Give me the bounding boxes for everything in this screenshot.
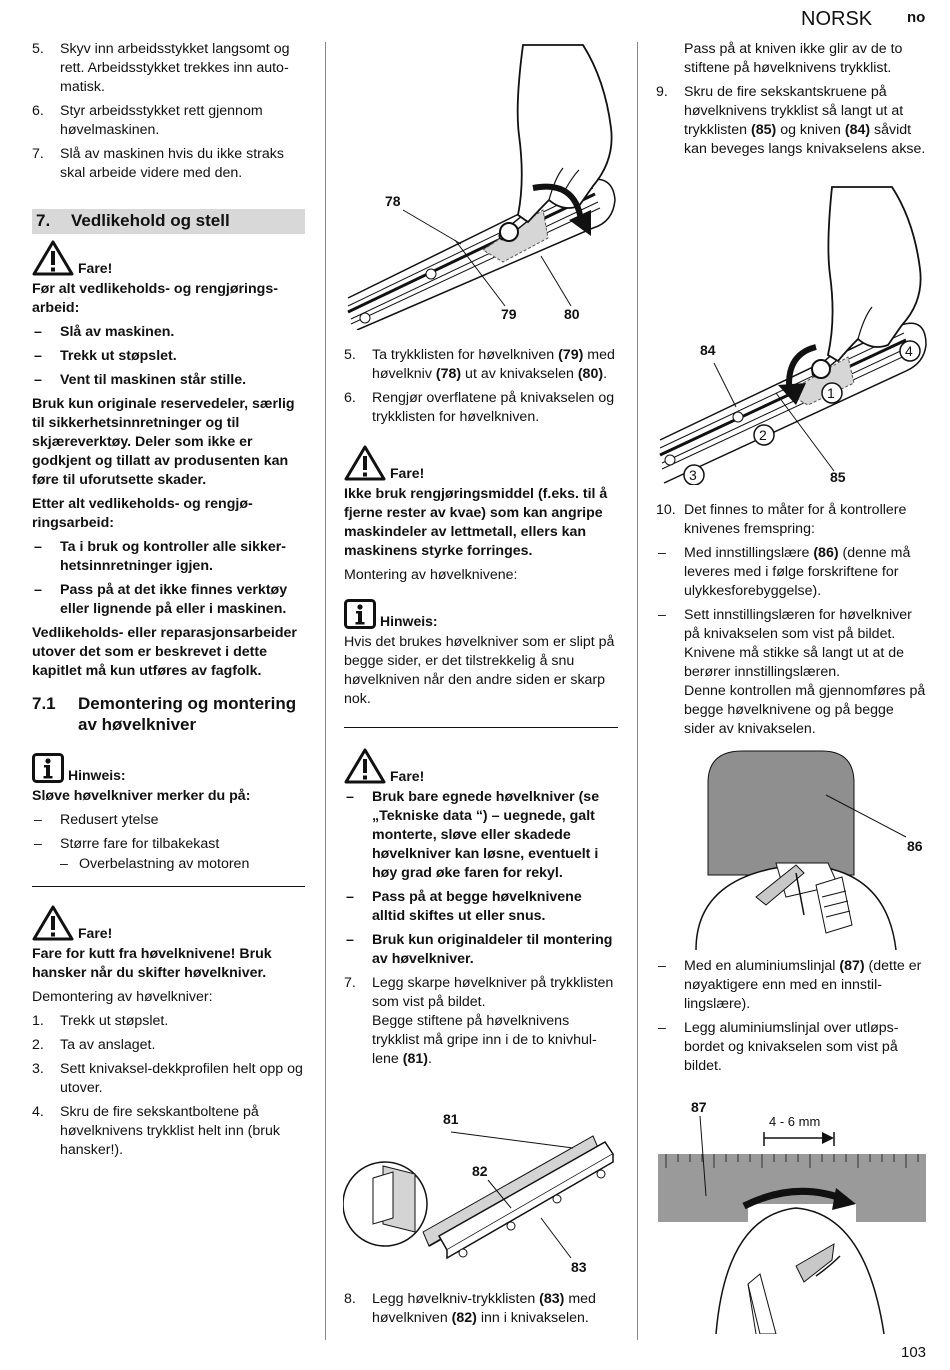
figure-aluminium-ruler: 87 4 - 6 mm [656, 1096, 928, 1334]
circled-number: 2 [759, 427, 767, 443]
header-language-name: NORSK [801, 8, 873, 30]
step-8: 8.Legg høvelkniv-trykklisten (83) med hø… [344, 1291, 596, 1326]
list-item: –Pass på at begge høvelknivene alltid sk… [346, 889, 582, 924]
figure-setting-gauge: 86 [656, 745, 928, 950]
list-item: –Med en aluminiumslinjal (87) (dette er … [658, 958, 922, 1012]
warning-triangle-icon [344, 445, 386, 481]
step-7: 7.Slå av maskinen hvis du ikke straks sk… [32, 146, 284, 181]
header-language-code: no [907, 9, 926, 26]
dimension-label: 4 - 6 mm [769, 1114, 821, 1129]
step-5: 5.Skyv inn arbeidsstykket langsomt og re… [32, 41, 290, 95]
note-heading: Hinweis: [32, 749, 305, 783]
list-item: –Sett innstillingslæren for høvelkniver … [658, 607, 912, 680]
removal-step: 1.Trekk ut støpslet. [32, 1013, 169, 1029]
after-maintenance: Etter alt vedlikeholds- og rengjø­ringsa… [32, 496, 253, 531]
figure-label: 82 [472, 1163, 488, 1179]
info-icon [344, 599, 376, 629]
removal-step: 3.Sett knivaksel-dekkprofilen helt opp o… [32, 1061, 303, 1096]
cut-warning: Fare for kutt fra høvelknivene! Bruk han… [32, 946, 272, 981]
original-parts-warning: Bruk kun originale reservedeler, sær­lig… [32, 396, 295, 488]
note-heading: Hinweis: [344, 595, 618, 629]
list-item: –Pass på at det ikke finnes verktøy elle… [34, 582, 288, 617]
column-2: 5.Ta trykklisten for høvelkniven (79) me… [344, 346, 618, 1074]
column-3-mid: 10.Det finnes to måter for å kontrollere… [656, 501, 928, 744]
warning-triangle-icon [32, 240, 74, 276]
list-item: –Bruk bare egnede høvelkniver (se „Tekni… [346, 789, 600, 881]
figure-knife-on-bar: 81 82 83 [343, 1108, 618, 1280]
info-icon [32, 753, 64, 783]
column-1: 5.Skyv inn arbeidsstykket langsomt og re… [32, 40, 305, 1165]
list-item: –Vent til maskinen står stille. [34, 372, 247, 388]
danger-heading: Fare! [344, 443, 618, 481]
column-3-lower: –Med en aluminiumslinjal (87) (dette er … [656, 957, 928, 1081]
circled-number: 1 [827, 385, 835, 401]
figure-label: 78 [385, 193, 401, 209]
section-heading-7: 7.Vedlikehold og stell [32, 209, 305, 234]
intro-text: Pass på at kniven ikke glir av de to sti… [684, 41, 903, 76]
list-item: –Med innstillingslære (86) (denne må lev… [658, 545, 911, 599]
danger-heading: Fare! [32, 238, 305, 276]
step-7: 7.Legg skarpe høvelkniver på trykklis­te… [344, 975, 614, 1067]
danger-heading: Fare! [344, 746, 618, 784]
list-item: –Ta i bruk og kontroller alle sikker­het… [34, 539, 287, 574]
figure-label: 83 [571, 1259, 587, 1275]
step-6: 6.Styr arbeidsstykket rett gjennom høvel… [32, 103, 263, 138]
divider [344, 727, 618, 728]
circled-number: 3 [689, 467, 697, 483]
removal-step: 4.Skru de fire sekskantboltene på høvelk… [32, 1104, 280, 1158]
dull-knives-title: Sløve høvelkniver merker du på: [32, 788, 251, 804]
before-maintenance: Før alt vedlikeholds- og rengjørings­arb… [32, 281, 278, 316]
column-divider-2 [637, 42, 638, 1340]
figure-label: 85 [830, 469, 846, 485]
removal-step: 2.Ta av anslaget. [32, 1037, 156, 1053]
page-number: 103 [901, 1344, 927, 1361]
list-item: –Større fare for tilbakekast [34, 836, 220, 852]
step-10: 10.Det finnes to måter for å kontrollere… [656, 502, 907, 537]
other-repairs-note: Vedlikeholds- eller reparasjonsarbei­der… [32, 625, 297, 679]
mounting-title: Montering av høvelknivene: [344, 567, 518, 583]
step-6: 6.Rengjør overflatene på knivakselen og … [344, 390, 615, 425]
circled-number: 4 [905, 343, 913, 359]
divider [32, 886, 305, 887]
warning-triangle-icon [344, 748, 386, 784]
list-item: –Redusert ytelse [34, 812, 159, 828]
gauge-check: Denne kontrollen må gjennomføres på begg… [684, 683, 926, 737]
figure-label: 80 [564, 306, 580, 322]
danger-heading: Fare! [32, 903, 305, 941]
figure-label: 86 [907, 838, 923, 854]
column-3-top: Pass på at kniven ikke glir av de to sti… [656, 40, 928, 164]
figure-label: 81 [443, 1111, 459, 1127]
figure-loosen-screws: 84 85 1 2 3 4 [656, 185, 928, 485]
note-text: Hvis det brukes høvelkniver som er slipt… [344, 634, 615, 707]
list-item: –Trekk ut støpslet. [34, 348, 177, 364]
figure-label: 79 [501, 306, 517, 322]
cleaner-warning: Ikke bruk rengjøringsmiddel (f.eks. til … [344, 486, 608, 559]
figure-label: 87 [691, 1099, 707, 1115]
step-9: 9.Skru de fire sekskantskruene på høvelk… [656, 84, 926, 157]
step-5: 5.Ta trykklisten for høvelkniven (79) me… [344, 347, 615, 382]
figure-label: 84 [700, 342, 716, 358]
list-subitem: –Overbelastning av motoren [60, 856, 250, 872]
list-item: –Slå av maskinen. [34, 324, 175, 340]
list-item: –Bruk kun originaldeler til monte­ring a… [346, 932, 613, 967]
removal-title: Demontering av høvelkniver: [32, 989, 213, 1005]
warning-triangle-icon [32, 905, 74, 941]
list-item: –Legg aluminiumslinjal over utløps­borde… [658, 1020, 899, 1074]
figure-knife-removal: 78 79 80 [343, 40, 618, 330]
column-divider-1 [325, 42, 326, 1340]
